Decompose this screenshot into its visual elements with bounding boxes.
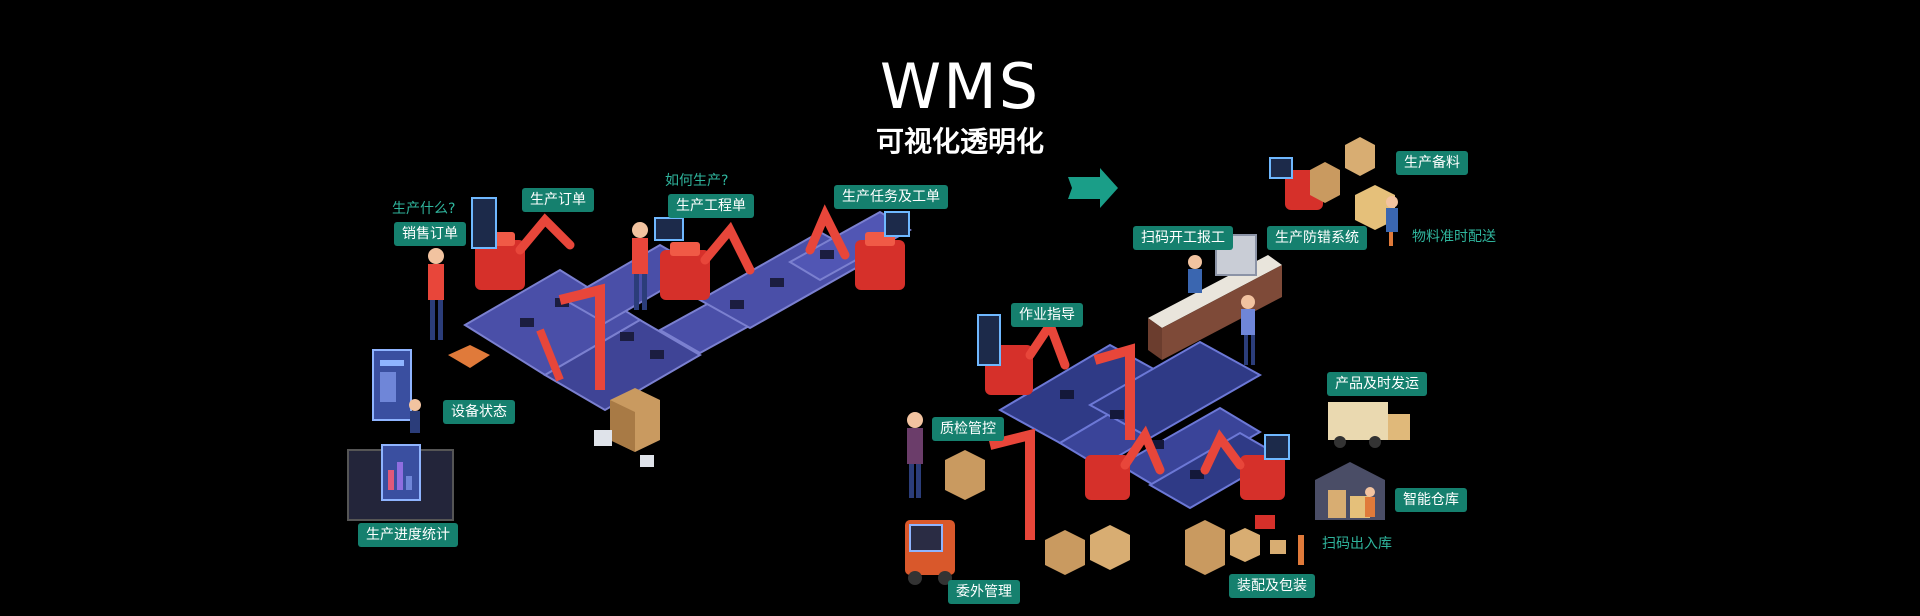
- label-material-delivery: 物料准时配送: [1412, 229, 1496, 245]
- question-what: 生产什么?: [392, 201, 456, 217]
- left-robot-arms: [471, 197, 910, 390]
- tag-outsourcing: 委外管理: [948, 580, 1020, 604]
- tag-product-ship: 产品及时发运: [1327, 372, 1427, 396]
- flow-arrow-icon: [1068, 168, 1118, 208]
- tag-sales-order: 销售订单: [394, 222, 466, 246]
- left-boxes: [448, 345, 660, 467]
- tag-scan-report: 扫码开工报工: [1133, 226, 1233, 250]
- tag-production-order: 生产订单: [522, 188, 594, 212]
- tag-equipment-status: 设备状态: [443, 400, 515, 424]
- page-title: WMS: [879, 50, 1041, 123]
- tag-error-proof: 生产防错系统: [1267, 226, 1367, 250]
- tag-assembly-packing: 装配及包装: [1229, 574, 1315, 598]
- question-how: 如何生产?: [665, 173, 729, 189]
- right-boxes-and-workers: [905, 137, 1410, 585]
- left-conveyor-line: [463, 210, 912, 412]
- right-conveyor-line: [997, 340, 1283, 510]
- tag-work-guide: 作业指导: [1011, 303, 1083, 327]
- tag-quality-control: 质检管控: [932, 417, 1004, 441]
- right-assembly-table: [1148, 234, 1282, 365]
- left-workers: [428, 222, 648, 340]
- label-scan-inout: 扫码出入库: [1322, 536, 1392, 552]
- tag-material-prep: 生产备料: [1396, 151, 1468, 175]
- tag-task-order: 生产任务及工单: [834, 185, 948, 209]
- tag-engineering-order: 生产工程单: [668, 194, 754, 218]
- page-subtitle: 可视化透明化: [875, 125, 1044, 158]
- tag-smart-warehouse: 智能仓库: [1395, 488, 1467, 512]
- tag-progress-stats: 生产进度统计: [358, 523, 458, 547]
- right-robot-arms: [977, 157, 1323, 540]
- left-dashboards: [347, 349, 454, 521]
